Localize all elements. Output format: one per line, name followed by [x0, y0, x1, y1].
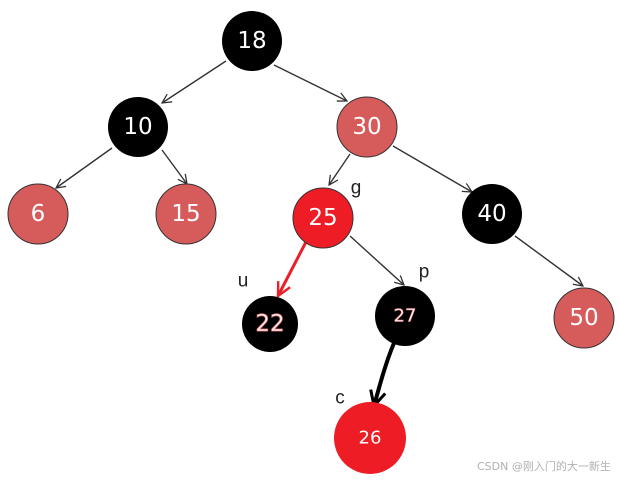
- node-27-label: 27: [394, 306, 417, 327]
- edge-18-30: [273, 64, 347, 101]
- node-25: 25: [292, 187, 354, 249]
- node-6-circle: [7, 183, 69, 245]
- node-22-circle: [242, 296, 298, 352]
- node-22: 22: [242, 296, 298, 352]
- tag-c: c: [335, 388, 345, 409]
- edge-10-15: [161, 149, 187, 184]
- node-26: 26: [334, 402, 406, 474]
- edge-27-26: [374, 342, 396, 406]
- node-18-circle: [222, 11, 282, 71]
- edge-30-25: [329, 153, 351, 185]
- edges: [56, 60, 583, 406]
- edge-10-6: [56, 147, 113, 188]
- node-6-label: 6: [31, 201, 46, 227]
- node-25-circle: [292, 187, 354, 249]
- node-40-circle: [462, 184, 522, 244]
- node-22-label: 22: [255, 311, 284, 337]
- tag-u: u: [238, 271, 249, 292]
- node-40-label: 40: [477, 201, 506, 227]
- node-18: 18: [222, 11, 282, 71]
- watermark: CSDN @刚入门的大一新生: [477, 459, 611, 473]
- node-10: 10: [108, 97, 168, 157]
- edge-25-27: [349, 235, 404, 285]
- node-30-label: 30: [352, 114, 381, 140]
- node-15: 15: [155, 183, 217, 245]
- node-27-circle: [375, 286, 435, 346]
- node-26-circle: [334, 402, 406, 474]
- edge-40-50: [514, 235, 583, 286]
- node-50: 50: [553, 287, 615, 349]
- node-40: 40: [462, 184, 522, 244]
- node-10-circle: [108, 97, 168, 157]
- tag-g: g: [351, 178, 362, 199]
- node-50-label: 50: [569, 305, 598, 331]
- node-18-label: 18: [237, 28, 266, 54]
- node-30-circle: [336, 96, 398, 158]
- edge-18-10: [162, 60, 227, 103]
- node-50-circle: [553, 287, 615, 349]
- node-15-circle: [155, 183, 217, 245]
- tag-p: p: [419, 262, 430, 283]
- node-15-label: 15: [171, 201, 200, 227]
- edge-25-22: [276, 239, 309, 296]
- node-25-label: 25: [308, 205, 337, 231]
- node-30: 30: [336, 96, 398, 158]
- edge-30-40: [392, 145, 472, 192]
- node-26-label: 26: [359, 428, 382, 449]
- node-27: 27: [375, 286, 435, 346]
- node-6: 6: [7, 183, 69, 245]
- node-10-label: 10: [123, 114, 152, 140]
